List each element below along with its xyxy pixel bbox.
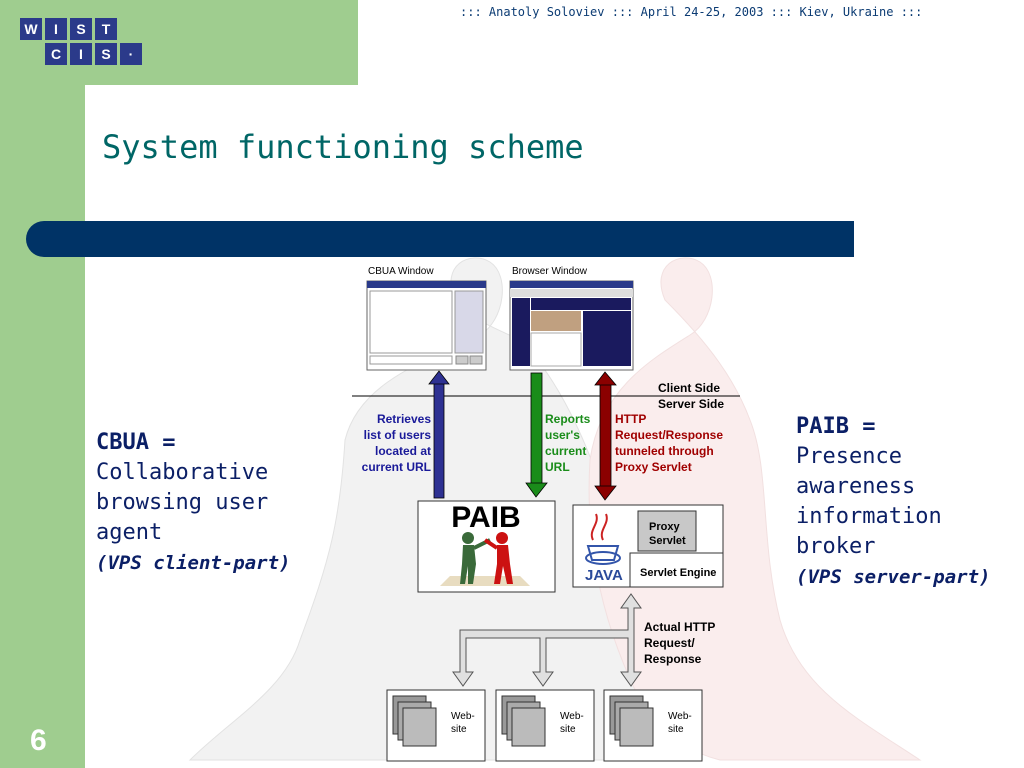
reports-line: Reports [545,412,591,426]
logo-letter: C [45,43,67,65]
reports-line: user's [545,428,580,442]
cbua-term: CBUA = [96,430,176,455]
browser-window-label: Browser Window [512,266,588,277]
reports-line: URL [545,460,570,474]
cbua-window-thumbnail [366,280,487,371]
retrieves-line: located at [375,444,431,458]
http-line: Proxy Servlet [615,460,692,474]
logo-letter: W [20,18,42,40]
website-box: Web- site [603,689,703,762]
paib-line: broker [796,534,876,559]
logo-letter: I [45,18,67,40]
proxy-servlet-label: Servlet [649,535,686,547]
proxy-servlet-label: Proxy [649,521,680,533]
website-label: site [668,724,684,735]
actual-http-line: Actual HTTP [644,620,715,634]
http-line: Request/Response [615,428,723,442]
website-label: Web- [668,711,692,722]
paib-line: Presence [796,444,902,469]
paib-note: (VPS server-part) [796,566,991,588]
website-box: Web- site [495,689,595,762]
title-underline-bar [26,221,854,257]
cbua-line: browsing user [96,490,269,515]
logo-letter: S [95,43,117,65]
logo-letter: T [95,18,117,40]
actual-http-label: Actual HTTP Request/ Response [644,620,715,666]
cbua-definition: CBUA = Collaborative browsing user agent… [96,428,290,578]
cbua-line: Collaborative [96,460,269,485]
retrieves-line: current URL [362,460,431,474]
page-number: 6 [30,724,47,757]
logo-letter: S [70,18,92,40]
actual-http-line: Response [644,652,702,666]
http-connector-arrows [452,593,642,687]
paib-line: awareness [796,474,916,499]
paib-term: PAIB = [796,414,876,439]
reports-line: current [545,444,586,458]
actual-http-line: Request/ [644,636,695,650]
servlet-engine-label: Servlet Engine [640,567,716,579]
java-logo-text: JAVA [585,567,623,584]
cbua-line: agent [96,520,163,545]
client-side-label: Client Side [658,381,720,395]
paib-box: PAIB [417,500,556,593]
reports-url-arrow [525,372,548,498]
green-person-icon [460,532,491,584]
retrieves-line: Retrieves [377,412,431,426]
server-side-label: Server Side [658,397,724,411]
header-caption: ::: Anatoly Soloviev ::: April 24-25, 20… [460,5,923,19]
paib-box-label: PAIB [451,501,520,534]
logo-letter: · [120,43,142,65]
website-label: site [451,724,467,735]
http-line: tunneled through [615,444,714,458]
website-label: Web- [451,711,475,722]
logo-letter: I [70,43,92,65]
slide-title: System functioning scheme [102,128,584,166]
retrieves-line: list of users [364,428,432,442]
website-label: Web- [560,711,584,722]
website-box: Web- site [386,689,486,762]
retrieves-label: Retrieves list of users located at curre… [362,412,432,474]
retrieves-users-arrow [428,370,450,499]
website-label: site [560,724,576,735]
left-green-band [0,0,85,768]
cbua-note: (VPS client-part) [96,552,291,574]
java-cup-icon [585,513,621,565]
paib-definition: PAIB = Presence awareness information br… [796,412,990,592]
http-tunnel-arrow [594,371,617,501]
reports-label: Reports user's current URL [545,412,591,474]
top-green-band [85,0,358,85]
browser-window-thumbnail [509,280,634,371]
http-label: HTTP Request/Response tunneled through P… [615,412,723,474]
servlet-engine-box: Proxy Servlet Servlet Engine JAVA [572,504,724,588]
http-line: HTTP [615,412,646,426]
cbua-window-label: CBUA Window [368,266,434,277]
paib-line: information [796,504,942,529]
red-person-icon [483,532,513,584]
